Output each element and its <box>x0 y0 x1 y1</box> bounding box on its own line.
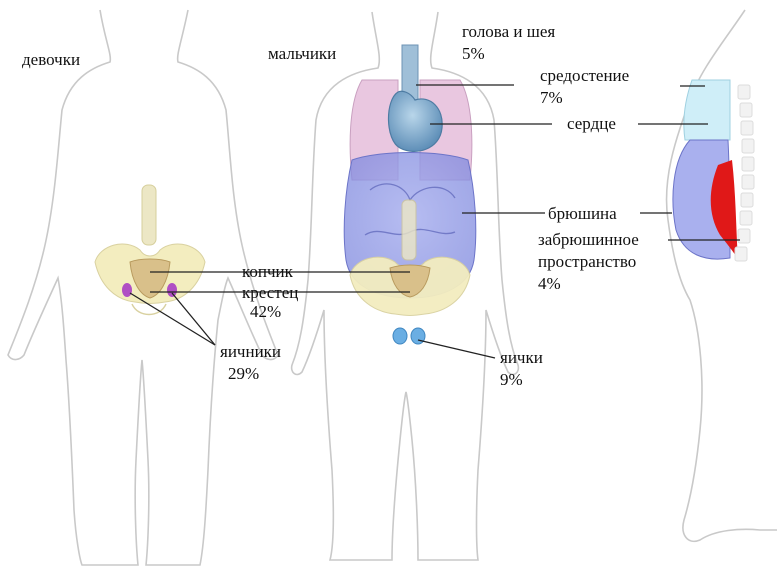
side-figure <box>667 10 777 541</box>
label-testes: яички <box>500 348 543 368</box>
leader-testes <box>418 340 495 358</box>
label-retroperitoneum-1: забрюшинное <box>538 230 639 250</box>
label-heart: сердце <box>567 114 616 134</box>
right-ovary <box>167 283 177 297</box>
left-ovary <box>122 283 132 297</box>
mediastinum-region <box>684 80 730 140</box>
pct-retroperitoneum: 4% <box>538 274 561 294</box>
pct-mediastinum: 7% <box>540 88 563 108</box>
label-head-neck: голова и шея <box>462 22 555 42</box>
spine <box>735 85 754 261</box>
pct-sacrum: 42% <box>250 302 281 322</box>
girl-pelvis <box>95 185 205 315</box>
caption-girls: девочки <box>22 50 80 70</box>
left-testis <box>393 328 407 344</box>
label-peritoneum: брюшина <box>548 204 617 224</box>
label-mediastinum: средостение <box>540 66 629 86</box>
pct-head-neck: 5% <box>462 44 485 64</box>
caption-boys: мальчики <box>268 44 336 64</box>
boy-organs <box>344 45 476 344</box>
label-sacrum: крестец <box>242 283 298 303</box>
leader-ovary-right <box>172 293 215 345</box>
pct-ovaries: 29% <box>228 364 259 384</box>
label-ovaries: яичники <box>220 342 281 362</box>
label-retroperitoneum-2: пространство <box>538 252 636 272</box>
label-coccyx: копчик <box>242 262 293 282</box>
pct-testes: 9% <box>500 370 523 390</box>
